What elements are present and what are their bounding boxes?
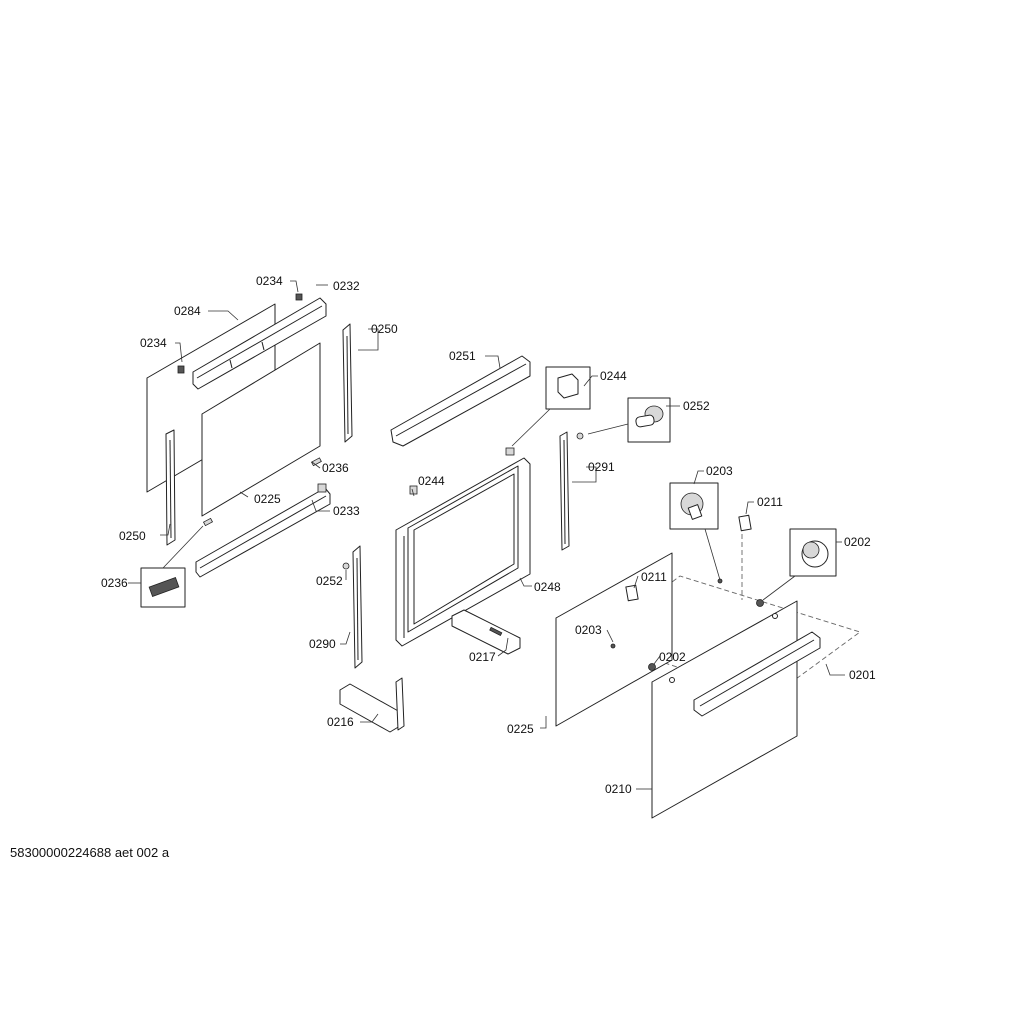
- right-side-rail: [559, 431, 584, 551]
- part-label: 0225: [507, 722, 534, 736]
- part-label: 0234: [256, 274, 283, 288]
- part-label: 0202: [844, 535, 871, 549]
- part-label: 0211: [757, 495, 783, 509]
- part-label: 0244: [418, 474, 445, 488]
- bottom-frame-strip: [451, 609, 521, 655]
- part-label: 0236: [322, 461, 349, 475]
- document-id: 58300000224688 aet 002 a: [10, 845, 170, 860]
- part-label: 0291: [588, 460, 615, 474]
- inner-glass-front-panel: [201, 342, 321, 517]
- door-handle: [693, 631, 821, 717]
- hinge-bracket: [339, 677, 405, 733]
- left-side-profile: [165, 429, 176, 546]
- top-frame-profile: [390, 355, 531, 456]
- outer-door-panel: [651, 600, 798, 819]
- part-label: 0250: [119, 529, 146, 543]
- leader-lines: [128, 280, 845, 790]
- part-label: 0290: [309, 637, 336, 651]
- part-label: 0210: [605, 782, 632, 796]
- part-label: 0250: [371, 322, 398, 336]
- door-frame: [395, 457, 531, 647]
- part-label: 0244: [600, 369, 627, 383]
- top-glass-profile: [177, 293, 327, 390]
- fixing-points: [610, 578, 778, 683]
- side-rail-lower: [342, 545, 363, 669]
- part-label: 0225: [254, 492, 281, 506]
- seal-clip-detail-box: [140, 525, 204, 608]
- outer-glass-panel: [555, 552, 673, 727]
- part-label: 0211: [641, 570, 667, 584]
- part-label: 0217: [469, 650, 496, 664]
- part-label: 0248: [534, 580, 561, 594]
- part-label: 0234: [140, 336, 167, 350]
- part-label: 0203: [706, 464, 733, 478]
- part-labels: 0234 0232 0284 0234 0250 0251 0244 0252 …: [101, 274, 876, 796]
- part-label: 0232: [333, 279, 360, 293]
- part-label: 0216: [327, 715, 354, 729]
- part-label: 0251: [449, 349, 476, 363]
- part-label: 0201: [849, 668, 876, 682]
- part-label: 0233: [333, 504, 360, 518]
- side-rail-upper: [342, 323, 353, 443]
- hinge-clip-small: [625, 514, 752, 602]
- bottom-glass-profile: [195, 457, 331, 578]
- part-label: 0202: [659, 650, 686, 664]
- part-label: 0252: [683, 399, 710, 413]
- part-label: 0203: [575, 623, 602, 637]
- screw-cap-detail-box: [669, 482, 721, 581]
- screw-detail-box: [587, 397, 671, 443]
- part-label: 0284: [174, 304, 201, 318]
- clip-detail-box: [511, 366, 591, 447]
- part-label: 0236: [101, 576, 128, 590]
- part-label: 0252: [316, 574, 343, 588]
- knob-detail-box: [762, 528, 837, 601]
